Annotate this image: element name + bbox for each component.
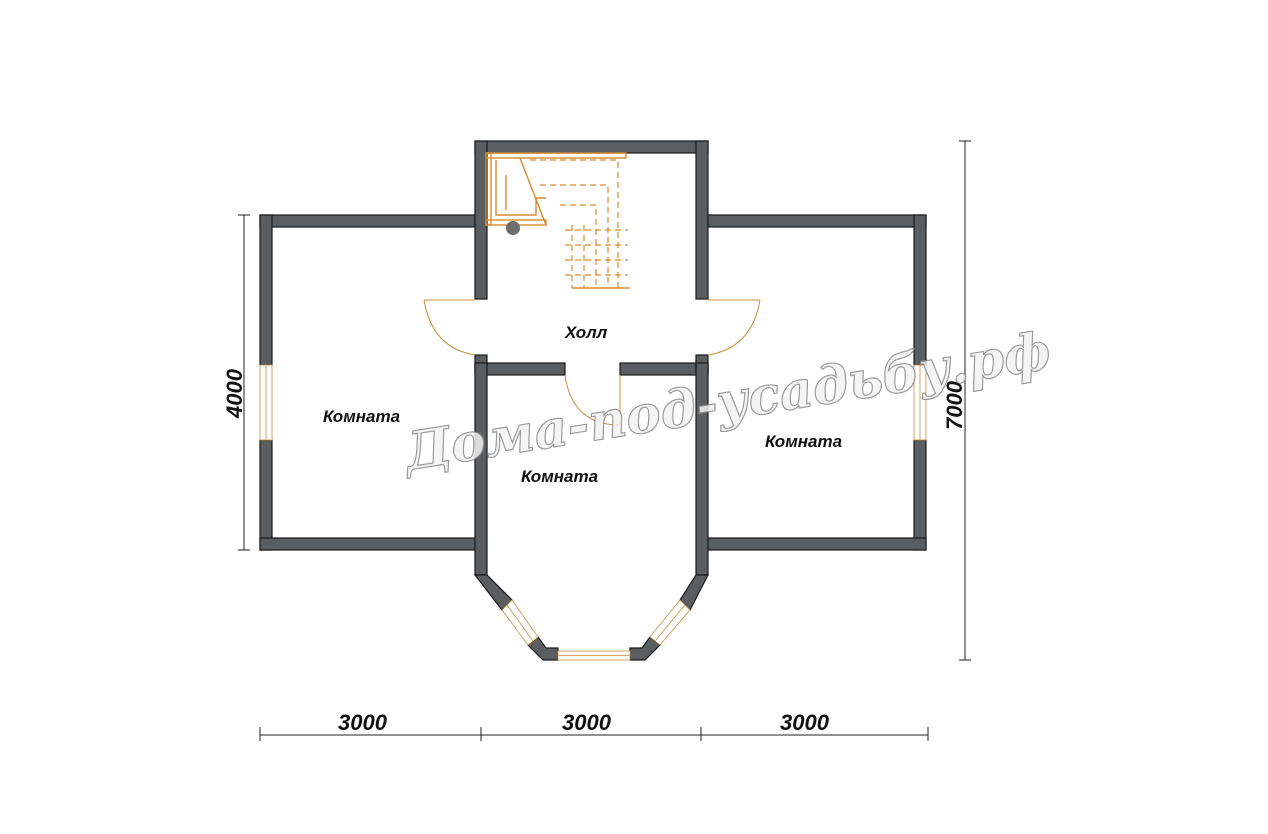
wall-stair-left — [474, 140, 488, 300]
wall-right-bottom — [707, 537, 927, 551]
wall-hall-lower-left — [474, 362, 566, 376]
room-label-center: Комната — [521, 467, 598, 486]
dim-label-bottom-left: 3000 — [338, 710, 388, 735]
dim-label-right: 7000 — [942, 380, 967, 430]
dim-label-left: 4000 — [222, 368, 247, 419]
wall-stair-top — [474, 140, 709, 154]
room-label-right: Комната — [765, 432, 842, 451]
room-label-hall: Холл — [564, 323, 608, 342]
room-label-left: Комната — [323, 407, 400, 426]
wall-stair-right — [695, 140, 709, 300]
doors — [423, 299, 761, 426]
dim-label-bottom-right: 3000 — [780, 710, 830, 735]
wall-left-outer-upper — [259, 214, 273, 366]
door-right-arc — [707, 299, 761, 356]
wall-left-top — [259, 214, 476, 228]
wall-bay-left-upper — [473, 574, 513, 611]
dim-label-bottom-center: 3000 — [562, 710, 612, 735]
dimension-lines — [238, 140, 971, 741]
stair-post — [506, 221, 520, 235]
wall-left-outer-lower — [259, 439, 273, 551]
door-center-arc — [564, 374, 621, 426]
wall-left-bottom — [259, 537, 476, 551]
wall-right-top — [707, 214, 927, 228]
walls — [259, 140, 927, 661]
door-left-arc — [423, 299, 476, 356]
wall-right-outer-lower — [913, 439, 927, 551]
windows — [259, 364, 927, 661]
wall-hall-lower-right — [619, 362, 709, 376]
staircase — [485, 152, 630, 289]
